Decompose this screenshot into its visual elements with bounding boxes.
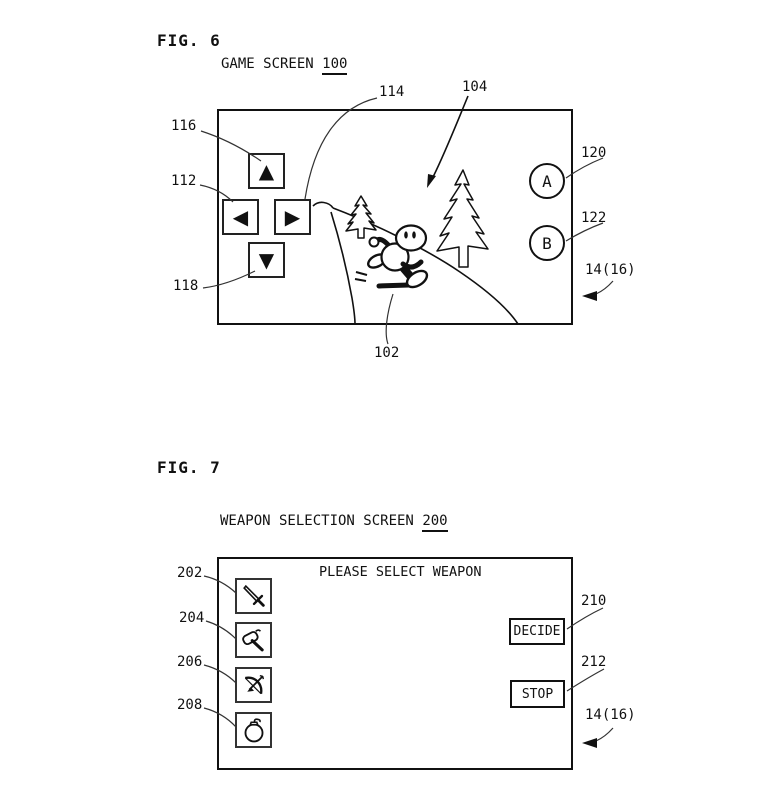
bow-icon (244, 674, 264, 695)
decide-button-label: DECIDE (513, 624, 561, 639)
left-arrow-icon: ◀ (232, 205, 249, 229)
ref-120: 120 (581, 145, 607, 161)
weapon-bomb-button[interactable] (235, 712, 272, 748)
ref-202: 202 (177, 565, 203, 581)
arrow-14-16-fig7 (582, 727, 614, 748)
down-arrow-icon: ▼ (258, 248, 275, 272)
hammer-icon (241, 629, 264, 652)
ref-116: 116 (171, 118, 197, 134)
decide-button[interactable]: DECIDE (509, 618, 565, 645)
weapon-hammer-button[interactable] (235, 622, 272, 658)
a-button-label: A (542, 171, 552, 191)
sword-icon (242, 584, 265, 607)
up-arrow-icon: ▲ (258, 159, 275, 183)
ref-208: 208 (177, 697, 203, 713)
stop-button[interactable]: STOP (510, 680, 565, 708)
fig6-screen-title: GAME SCREEN 100 (221, 56, 348, 75)
game-screen (217, 109, 573, 325)
arrow-14-16-fig6 (582, 280, 614, 301)
weapon-sword-button[interactable] (235, 578, 272, 614)
fig7-screen-title-text: WEAPON SELECTION SCREEN (220, 513, 414, 529)
b-button-label: B (542, 233, 552, 253)
dpad-up-button[interactable]: ▲ (248, 153, 285, 189)
fig7-label: FIG. 7 (157, 458, 221, 477)
stop-button-label: STOP (521, 686, 554, 702)
b-button[interactable]: B (529, 225, 565, 261)
ref-104: 104 (462, 79, 488, 95)
fig7-screen-ref: 200 (422, 513, 448, 532)
ref-114: 114 (379, 84, 405, 100)
right-arrow-icon: ▶ (284, 205, 301, 229)
fig6-label: FIG. 6 (157, 31, 221, 50)
dpad-left-button[interactable]: ◀ (222, 199, 259, 235)
weapon-bow-button[interactable] (235, 667, 272, 703)
ref-204: 204 (179, 610, 205, 626)
bomb-icon (244, 718, 263, 743)
dpad-down-button[interactable]: ▼ (248, 242, 285, 278)
ref-206: 206 (177, 654, 203, 670)
ref-118: 118 (173, 278, 199, 294)
fig7-screen-title: WEAPON SELECTION SCREEN 200 (220, 513, 448, 532)
ref-14-16-fig6: 14(16) (585, 262, 636, 278)
ref-14-16-fig7: 14(16) (585, 707, 636, 723)
weapon-panel-title: PLEASE SELECT WEAPON (319, 564, 482, 580)
ref-122: 122 (581, 210, 607, 226)
dpad-right-button[interactable]: ▶ (274, 199, 311, 235)
ref-210: 210 (581, 593, 607, 609)
weapon-selection-screen (217, 557, 573, 770)
ref-102: 102 (374, 345, 400, 361)
fig6-screen-title-text: GAME SCREEN (221, 56, 314, 72)
ref-112: 112 (171, 173, 197, 189)
ref-212: 212 (581, 654, 607, 670)
a-button[interactable]: A (529, 163, 565, 199)
fig6-screen-ref: 100 (322, 56, 348, 75)
